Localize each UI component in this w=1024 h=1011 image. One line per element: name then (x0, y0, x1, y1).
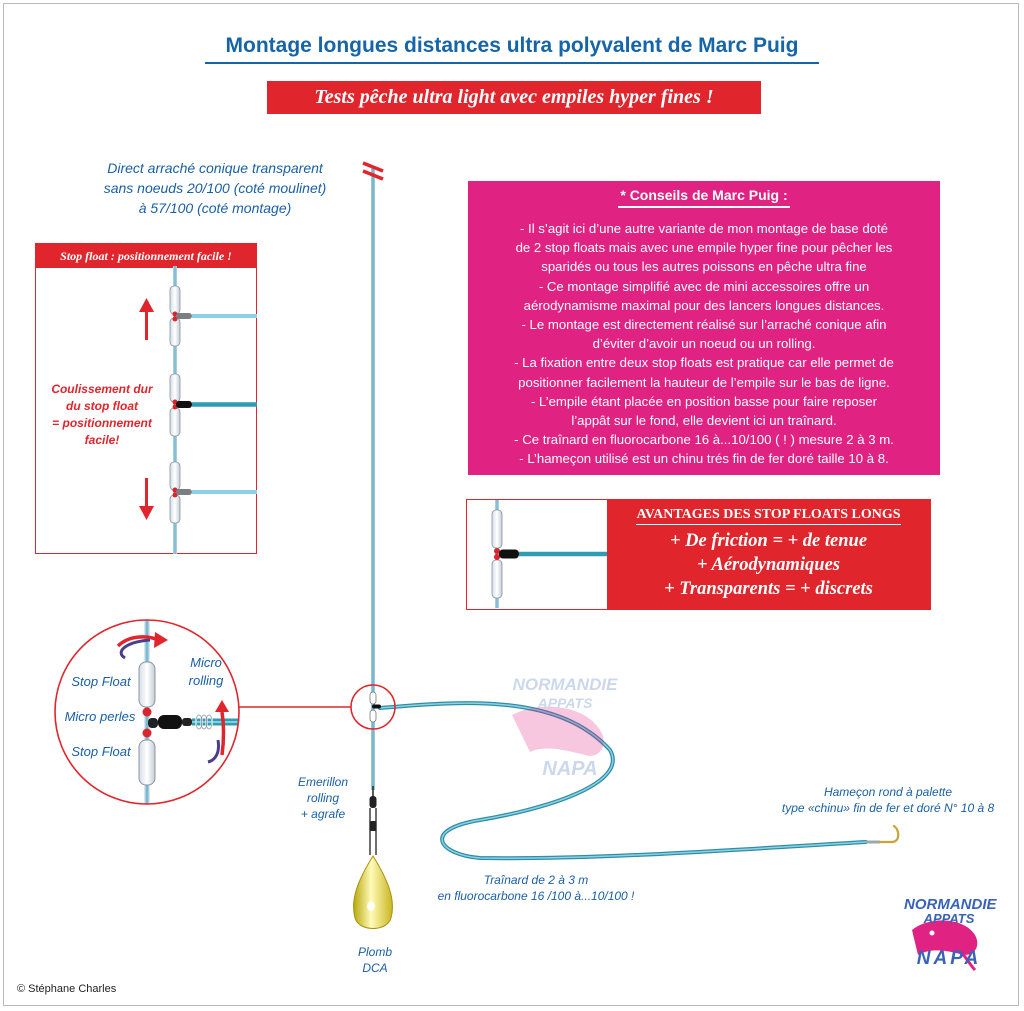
page-title: Montage longues distances ultra polyvale… (225, 34, 799, 57)
advantages-illustration (491, 500, 607, 608)
logo-graphic (912, 920, 978, 972)
watermark-logo: NORMANDIE APPATS NAPA (512, 675, 618, 780)
label-hamecon-line: type «chinu» fin de fer et doré N° 10 à … (781, 801, 995, 815)
brand-logo-line3: NAPA (916, 948, 982, 969)
label-trainard-line: Traînard de 2 à 3 m (483, 873, 589, 887)
label-trainard-line: en fluorocarbone 16 /100 à...10/100 ! (437, 889, 635, 903)
stop-float-note-line: Coulissement dur (51, 382, 153, 396)
label-plomb: Plomb DCA (345, 944, 405, 976)
svg-text:NORMANDIE: NORMANDIE (513, 675, 618, 694)
conseils-line: l’appât sur le fond, elle devient ici un… (571, 413, 837, 429)
advantages-heading: AVANTAGES DES STOP FLOATS LONGS (636, 507, 901, 525)
brand-logo: NORMANDIE APPATS NAPA (904, 896, 997, 969)
label-emerillon-line: + agrafe (300, 807, 346, 821)
conseils-line: - La fixation entre deux stop floats est… (514, 355, 894, 371)
page-frame (3, 3, 1019, 1006)
conseils-line: sparidés ou tous les autres poissons en … (541, 259, 867, 275)
label-micro-perles: Micro perles (64, 709, 136, 724)
conseils-line: de 2 stop floats mais avec une empile hy… (515, 240, 893, 256)
title-underline (205, 62, 819, 64)
stop-float-note-line: = positionnement (52, 416, 152, 430)
conseils-line: - Ce traînard en fluorocarbone 16 à...10… (514, 432, 894, 448)
conseils-line: - Ce montage simplifié avec de mini acce… (538, 278, 870, 294)
brand-logo-line2: APPATS (923, 911, 975, 926)
label-hamecon: Hameçon rond à palette type «chinu» fin … (772, 784, 1004, 816)
stop-float-note-line: facile! (84, 433, 120, 447)
copyright: © Stéphane Charles (17, 983, 117, 995)
conseils-line: - L’empile étant placée en position bass… (530, 393, 878, 409)
label-micro-rolling-line: rolling (188, 673, 224, 688)
advantages-heading-wrap: AVANTAGES DES STOP FLOATS LONGS (607, 507, 930, 525)
svg-text:NAPA: NAPA (542, 758, 597, 780)
main-line (362, 161, 384, 790)
stop-float-panel-heading: Stop float : positionnement facile ! (36, 244, 256, 268)
label-micro-rolling: Micro rolling (178, 654, 234, 690)
label-plomb-line: Plomb (357, 945, 392, 959)
conseils-heading: * Conseils de Marc Puig : (618, 187, 790, 208)
main-line-note-line: Direct arraché conique transparent (107, 160, 323, 176)
conseils-line: - L’hameçon utilisé est un chinu trés fi… (519, 451, 889, 467)
advantages-box: AVANTAGES DES STOP FLOATS LONGS + De fri… (466, 499, 931, 610)
advantage-line: + De friction = + de tenue (669, 531, 868, 551)
stop-float-note-line: du stop float (66, 399, 138, 413)
main-line-note-line: sans noeuds 20/100 (coté moulinet) (103, 180, 327, 196)
label-stop-float-top: Stop Float (71, 674, 131, 689)
conseils-line: - Il s’agit ici d’une autre variante de … (519, 221, 888, 236)
lead-weight (353, 855, 393, 929)
conseils-line: positionner facilement la hauteur de l’e… (518, 374, 890, 390)
label-emerillon-line: Emerillon (297, 775, 348, 789)
conseils-line: - Le montage est directement réalisé sur… (521, 317, 887, 333)
label-emerillon: Emerillon rolling + agrafe (288, 774, 358, 822)
advantages-panel: AVANTAGES DES STOP FLOATS LONGS + De fri… (607, 500, 930, 609)
label-emerillon-line: rolling (306, 791, 339, 805)
swivel-snap (369, 786, 377, 855)
label-micro-rolling-line: Micro (190, 655, 222, 670)
svg-text:APPATS: APPATS (537, 695, 593, 711)
label-hamecon-line: Hameçon rond à palette (823, 785, 953, 799)
conseils-body: - Il s’agit ici d’une autre variante de … (476, 219, 932, 469)
main-line-note: Direct arraché conique transparent sans … (80, 158, 350, 218)
label-plomb-line: DCA (362, 961, 388, 975)
advantage-line: + Transparents = + discrets (664, 579, 873, 599)
stop-float-illustration (138, 266, 257, 554)
label-trainard: Traînard de 2 à 3 m en fluorocarbone 16 … (424, 872, 648, 904)
conseils-heading-wrap: * Conseils de Marc Puig : (468, 187, 940, 208)
main-line-note-line: à 57/100 (coté montage) (138, 200, 292, 216)
trainard-leader (378, 701, 868, 861)
brand-logo-line1: NORMANDIE (904, 896, 997, 913)
conseils-line: aérodynamisme maximal pour des lancers l… (523, 297, 885, 313)
hook (866, 824, 900, 844)
label-stop-float-bottom: Stop Float (71, 744, 131, 759)
conseils-box: * Conseils de Marc Puig : - Il s’agit ic… (468, 181, 940, 475)
stop-float-note: Coulissement dur du stop float = positio… (42, 381, 162, 449)
advantage-line: + Aérodynamiques (697, 555, 840, 575)
zoom-circle (54, 619, 240, 805)
subtitle-banner: Tests pêche ultra light avec empiles hyp… (267, 81, 761, 114)
stop-float-panel: Stop float : positionnement facile ! Cou… (35, 243, 257, 554)
conseils-line: d’éviter d’avoir un noeud ou un rolling. (592, 336, 816, 352)
